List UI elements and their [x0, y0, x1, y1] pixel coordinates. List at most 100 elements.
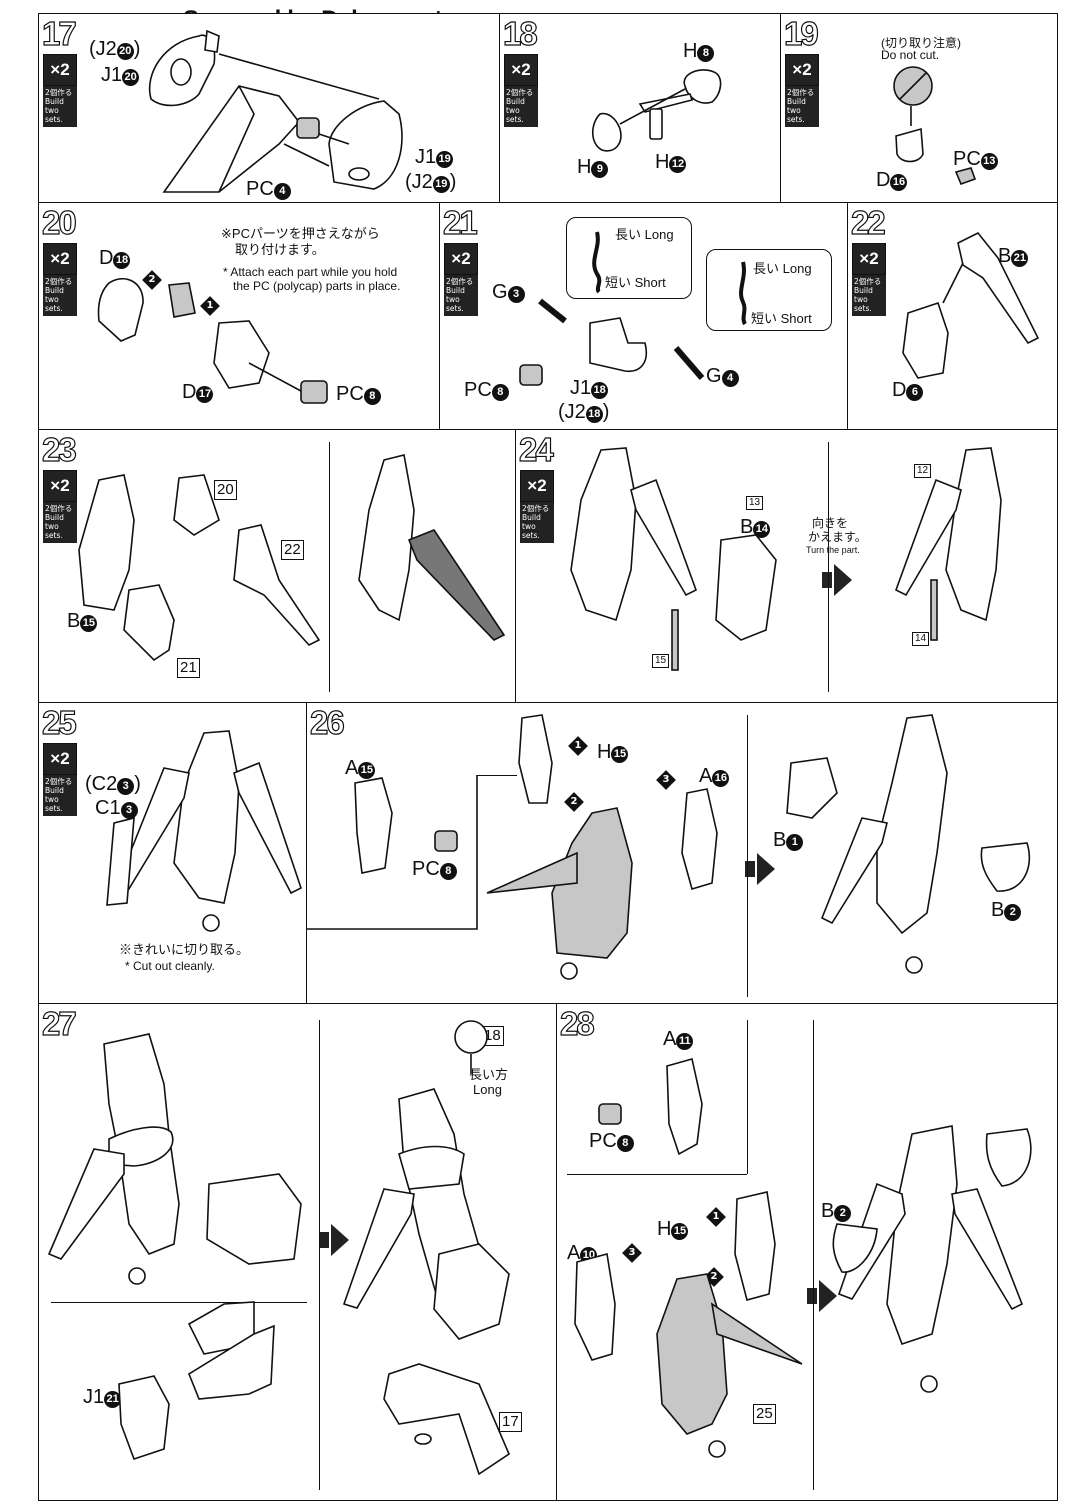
note-do-not-cut-jp: (切り取り注意) — [881, 36, 961, 50]
next-arrow-icon — [822, 564, 852, 596]
short-label: 短い Short — [605, 275, 666, 290]
part-drawing — [591, 69, 722, 152]
note-en-2: the PC (polycap) parts in place. — [233, 279, 401, 293]
x2-label: ×2 — [444, 243, 478, 275]
callout-line — [747, 1020, 748, 1174]
part-drawing — [148, 29, 403, 193]
long-label: 長い Long — [615, 227, 674, 242]
turn-jp-1: 向きを — [812, 516, 849, 530]
sticker-15: 15 — [652, 654, 670, 668]
next-arrow-icon — [745, 853, 775, 885]
part-drawing — [78, 454, 506, 662]
step-number: 24 — [518, 431, 554, 468]
note-do-not-cut-en: Do not cut. — [881, 48, 940, 62]
ref-box-25: 25 — [753, 1404, 776, 1424]
build-two-en2: sets. — [446, 304, 464, 313]
build-two-en2: sets. — [45, 115, 63, 124]
ref-box-21: 21 — [177, 658, 200, 678]
build-two-jp: 2個作る — [506, 88, 534, 97]
build-two-jp: 2個作る — [45, 777, 73, 786]
divider — [319, 1020, 320, 1490]
build-two-jp: 2個作る — [787, 88, 815, 97]
long-side-jp: 長い方 — [469, 1067, 509, 1082]
part-drawing — [47, 1020, 510, 1476]
callout-line — [567, 1174, 747, 1175]
short-label: 短い Short — [751, 311, 812, 326]
build-two-en2: sets. — [45, 304, 63, 313]
build-two-jp: 2個作る — [522, 504, 550, 513]
part-drawing — [574, 1058, 1032, 1458]
build-two-en2: sets. — [787, 115, 805, 124]
build-two-en1: Build two — [45, 513, 64, 531]
step-number: 28 — [559, 1005, 595, 1042]
long-side-en: Long — [473, 1082, 502, 1097]
part-drawing — [893, 66, 977, 186]
part-drawing — [902, 231, 1040, 379]
step-number: 23 — [41, 431, 77, 468]
x2-label: ×2 — [852, 243, 886, 275]
callout-g4-long-short: 長い Long 短い Short — [706, 249, 832, 331]
build-two-jp: 2個作る — [45, 504, 73, 513]
sticker-14: 14 — [912, 632, 930, 646]
step-number: 26 — [309, 704, 345, 741]
ref-box-20: 20 — [214, 480, 237, 500]
sticker-13: 13 — [746, 496, 764, 510]
x2-label: ×2 — [43, 470, 77, 502]
build-two-jp: 2個作る — [45, 277, 73, 286]
build-two-en1: Build two — [787, 97, 806, 115]
x2-label: ×2 — [504, 54, 538, 86]
note-en-1: * Attach each part while you hold — [223, 265, 398, 279]
build-two-en2: sets. — [506, 115, 524, 124]
build-two-en1: Build two — [854, 286, 873, 304]
callout-g3-long-short: 長い Long 短い Short — [566, 217, 692, 299]
callout-line — [477, 775, 517, 776]
divider — [329, 442, 330, 692]
build-two-jp: 2個作る — [45, 88, 73, 97]
build-two-jp: 2個作る — [446, 277, 474, 286]
step-number: 25 — [41, 704, 77, 741]
turn-en: Turn the part. — [806, 545, 860, 555]
divider — [747, 715, 748, 997]
part-drawing — [570, 447, 1002, 671]
step-number: 22 — [850, 204, 886, 241]
build-two-en1: Build two — [506, 97, 525, 115]
x2-label: ×2 — [785, 54, 819, 86]
sticker-12: 12 — [914, 464, 932, 478]
note-cut-cleanly-jp: ※きれいに切り取る。 — [119, 942, 250, 957]
build-two-jp: 2個作る — [854, 277, 882, 286]
part-drawing — [307, 714, 1031, 980]
step-number: 19 — [783, 15, 819, 52]
x2-label: ×2 — [43, 54, 77, 86]
